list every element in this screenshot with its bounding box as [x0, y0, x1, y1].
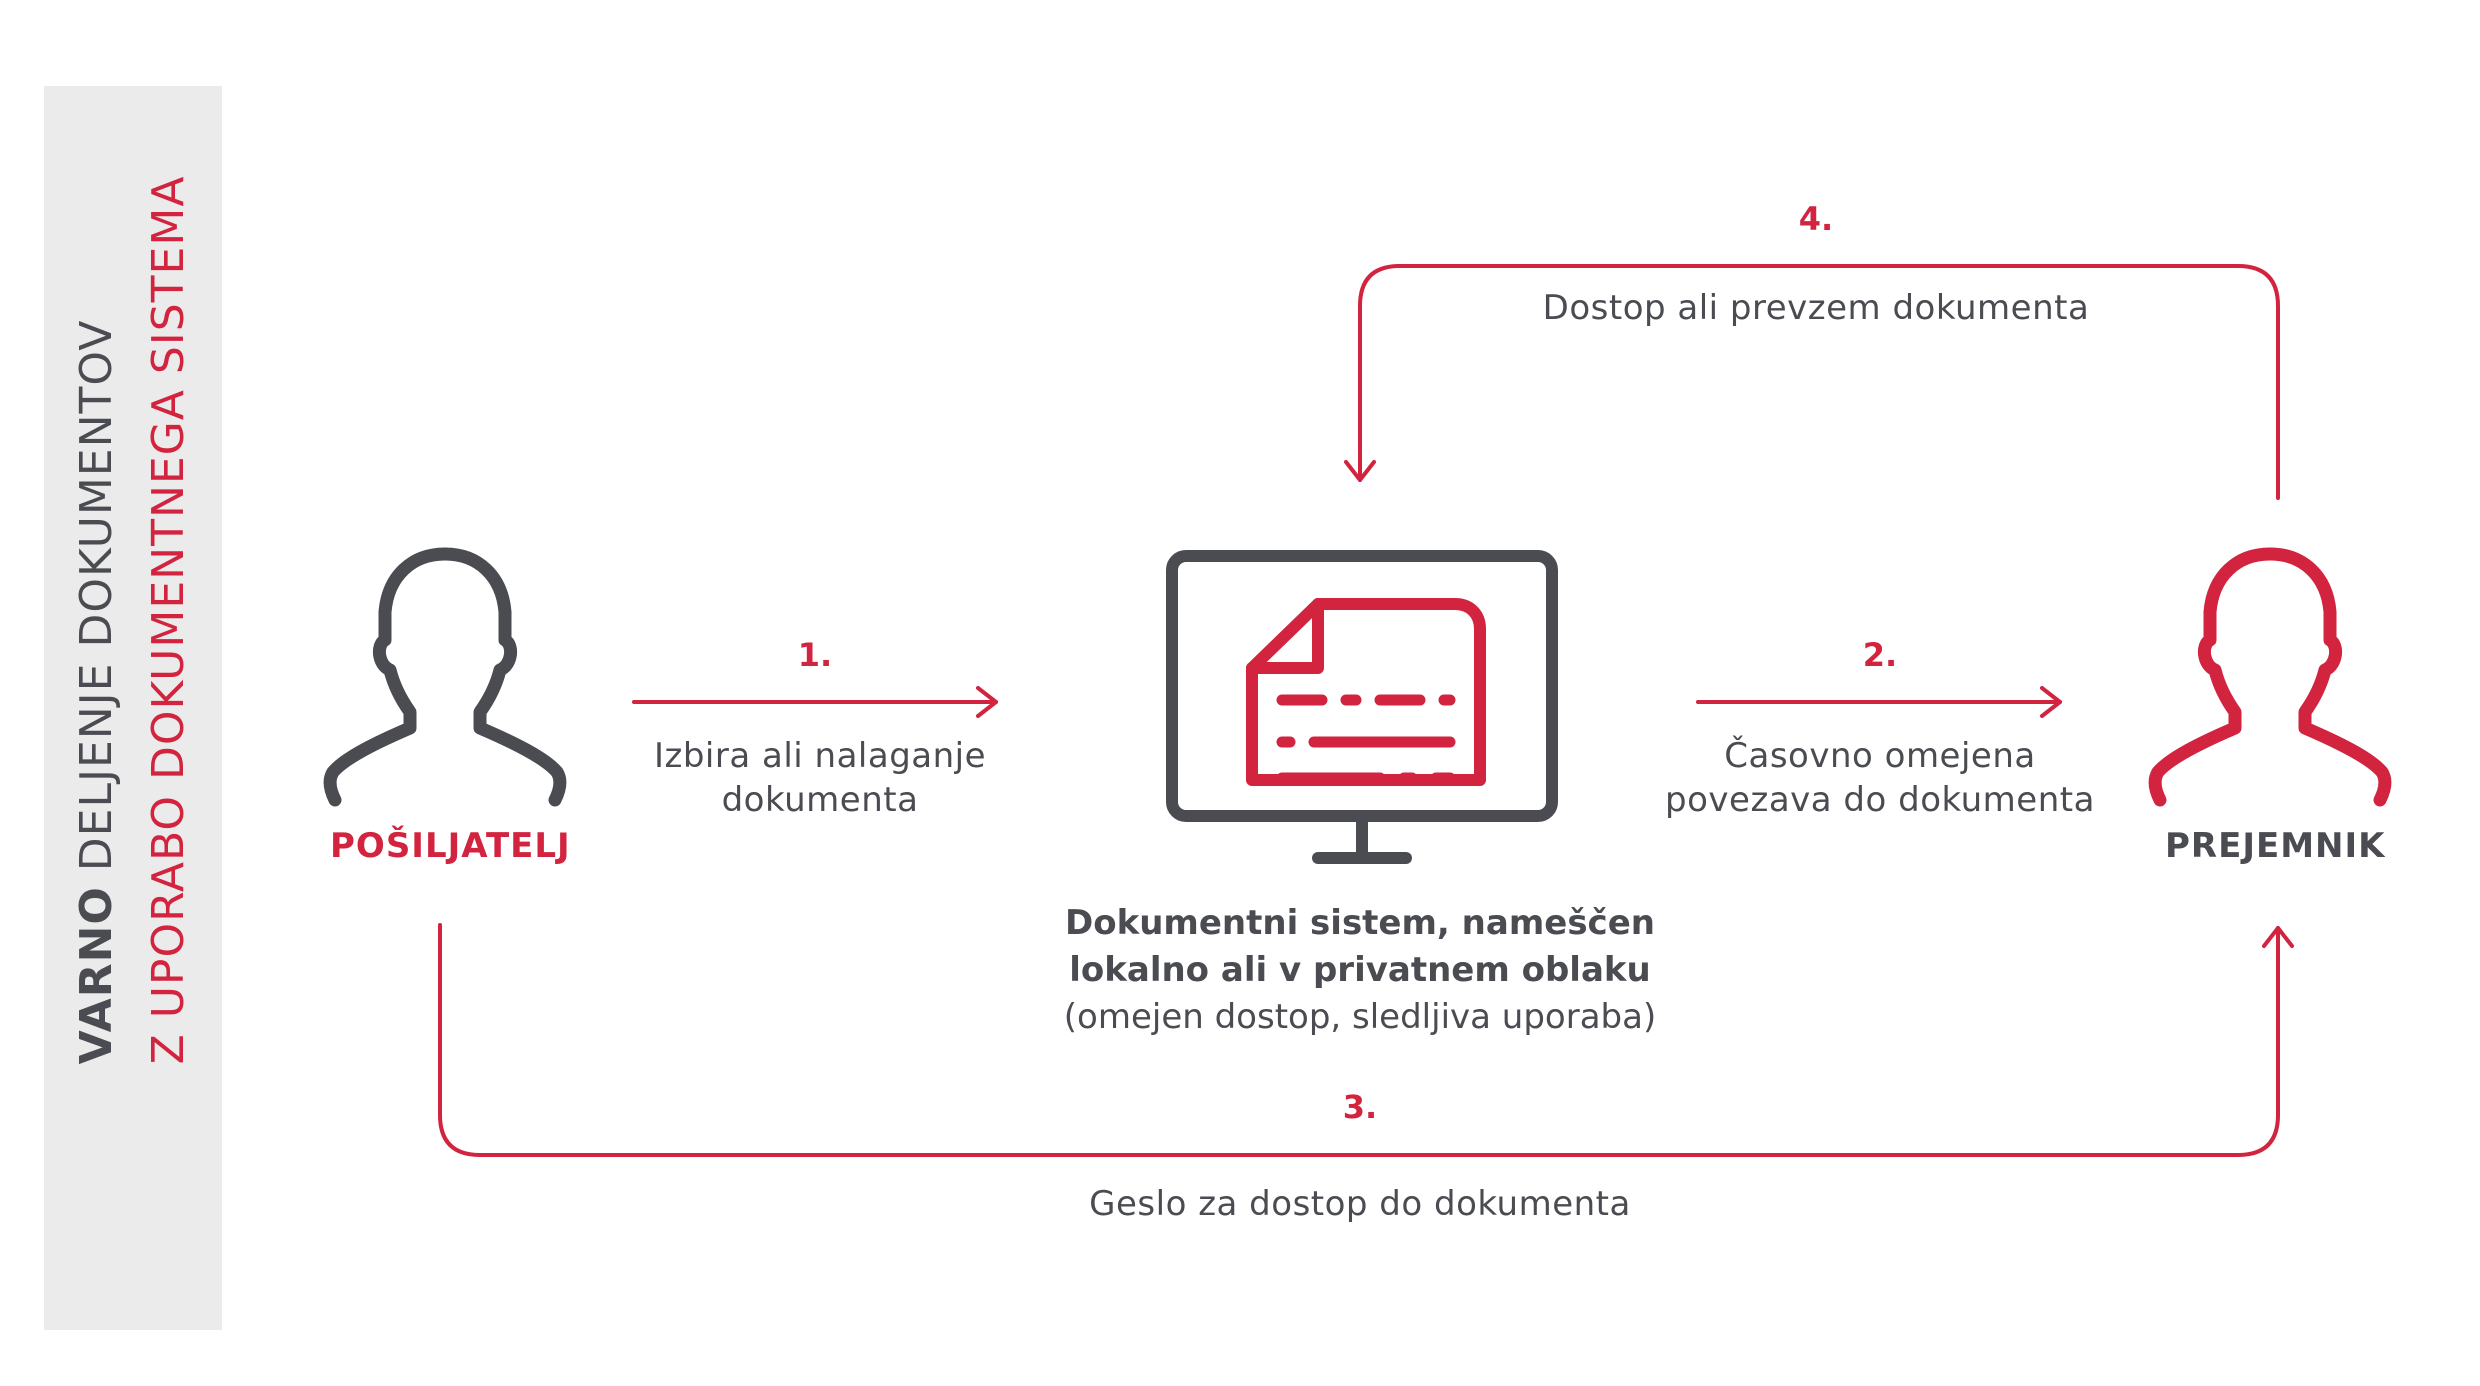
step-2-number: 2.: [1862, 636, 1898, 674]
system-line-3: (omejen dostop, sledljiva uporaba): [1063, 997, 1657, 1037]
sidebar-panel: [44, 86, 222, 1330]
step-3-text: Geslo za dostop do dokumenta: [1089, 1184, 1631, 1224]
arrow-step-2: [1696, 686, 2062, 718]
arrow-step-1: [632, 686, 998, 718]
recipient-person-icon: [2148, 547, 2392, 807]
step-1-line-1: Izbira ali nalaganje: [653, 736, 987, 776]
system-line-1: Dokumentni sistem, nameščen: [1065, 903, 1655, 943]
step-1-text: Izbira ali nalaganje dokumenta: [620, 734, 1020, 822]
arrow-step-3: [438, 923, 2294, 1157]
step-1-number: 1.: [797, 636, 833, 674]
step-2-line-1: Časovno omejena: [1724, 736, 2036, 776]
step-1-line-2: dokumenta: [721, 780, 919, 820]
step-3-number: 3.: [1342, 1088, 1378, 1126]
step-2-line-2: povezava do dokumenta: [1665, 780, 2095, 820]
step-2-text: Časovno omejena povezava do dokumenta: [1660, 734, 2100, 822]
sender-person-icon: [323, 547, 567, 807]
step-4-text: Dostop ali prevzem dokumenta: [1542, 288, 2090, 328]
arrow-step-4: [1344, 264, 2280, 500]
sender-label: POŠILJATELJ: [330, 826, 571, 866]
system-line-2: lokalno ali v privatnem oblaku: [1069, 950, 1651, 990]
step-4-number: 4.: [1798, 200, 1834, 238]
monitor-document-icon: [1166, 550, 1558, 864]
recipient-label: PREJEMNIK: [2165, 826, 2386, 866]
system-caption: Dokumentni sistem, nameščen lokalno ali …: [1010, 900, 1710, 1041]
